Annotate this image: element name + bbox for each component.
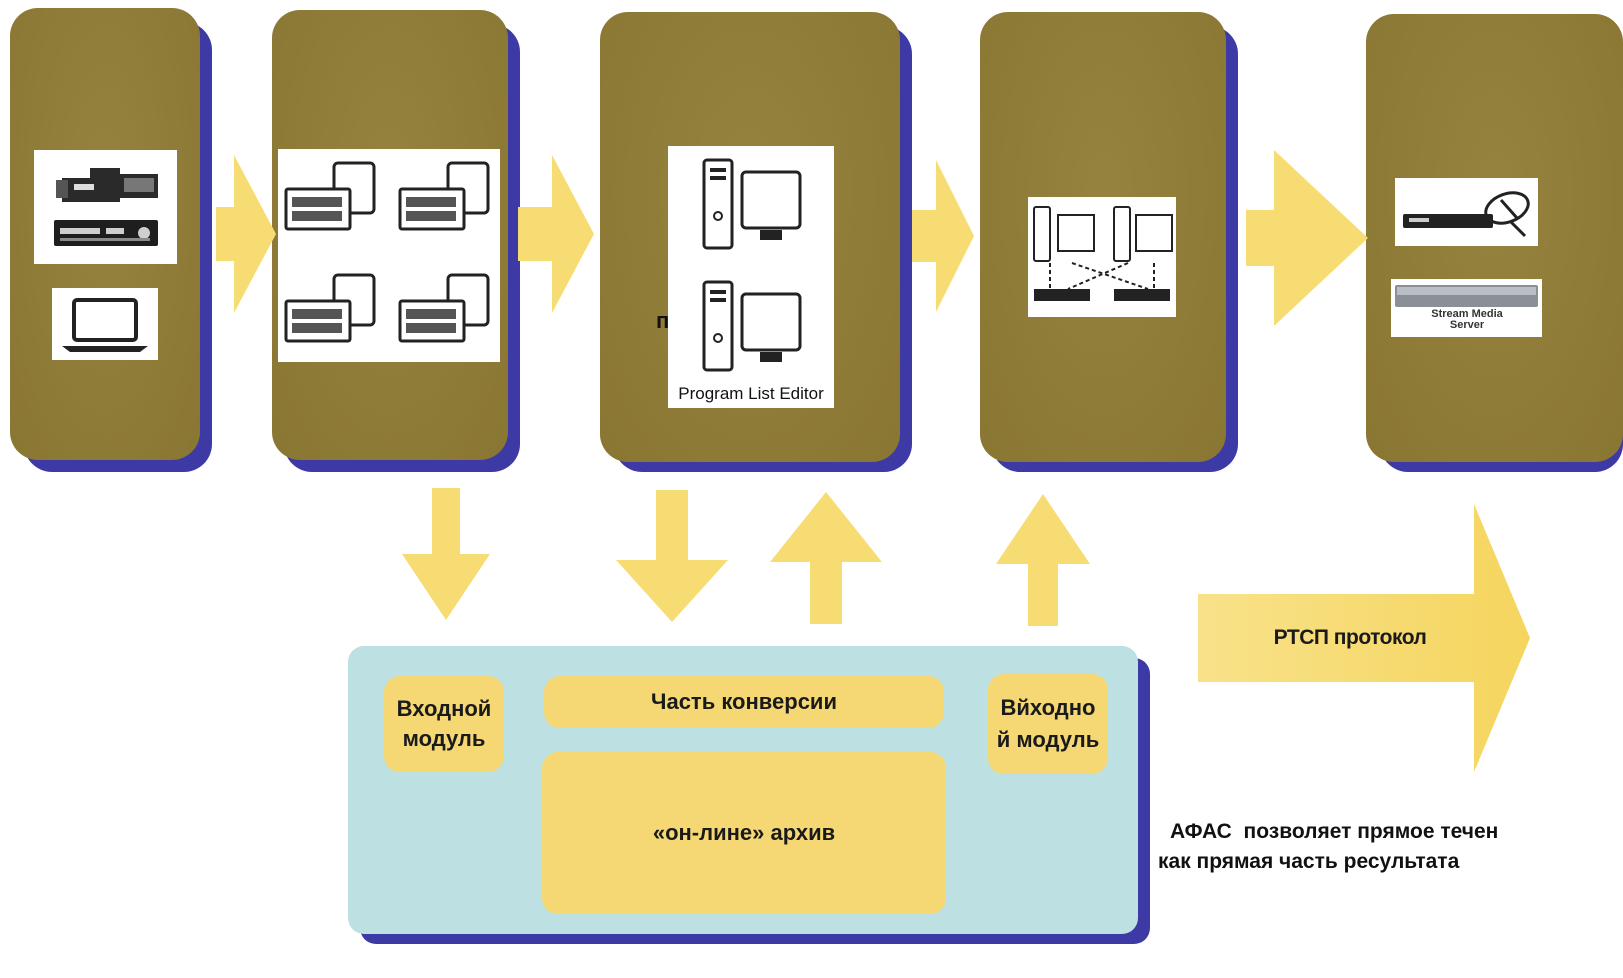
arrow-down-editing	[616, 490, 728, 622]
recorder-deck-icon	[54, 220, 158, 246]
arrow-down-ingest	[402, 488, 490, 620]
satellite-receiver-icon	[1403, 191, 1530, 238]
conversion-part: Часть конверсии	[544, 676, 944, 728]
note-line-2: как прямая часть ресультата	[1158, 850, 1460, 873]
arrow-up-editing	[770, 492, 882, 624]
ingest-servers-image	[278, 149, 500, 362]
satellite-receiver-image	[1395, 178, 1538, 246]
program-list-editor-image: Program List Editor	[668, 146, 834, 408]
laptop-image	[52, 288, 158, 360]
arrow-rtsp-protocol: РТСП протокол	[1198, 504, 1530, 772]
online-archive: «он-лине» архив	[542, 752, 946, 914]
output-module: Вйходно й модуль	[988, 674, 1108, 774]
arrow-right-3	[912, 160, 974, 312]
server-monitor-icon	[284, 161, 376, 231]
input-module: Входной модуль	[384, 676, 504, 772]
rtsp-protocol-label: РТСП протокол	[1273, 626, 1427, 649]
video-camera-icon	[54, 168, 158, 246]
stream-server-rack-icon	[1395, 285, 1538, 307]
program-list-editor-caption: Program List Editor	[678, 384, 824, 403]
arrow-up-playout	[996, 494, 1090, 626]
workstation-icon	[702, 158, 802, 250]
stream-media-server-image: Stream Media Server	[1391, 279, 1542, 337]
playout-servers-image	[1028, 197, 1176, 317]
arrow-right-2	[518, 155, 594, 313]
stream-media-server-caption: Stream Media Server	[1431, 308, 1503, 331]
laptop-icon	[62, 298, 148, 352]
arrow-right-1	[216, 155, 276, 313]
capture-devices-image	[34, 150, 177, 264]
note-line-1: АФАС позволяет прямое течен	[1170, 820, 1499, 843]
arrow-right-4	[1246, 150, 1368, 326]
